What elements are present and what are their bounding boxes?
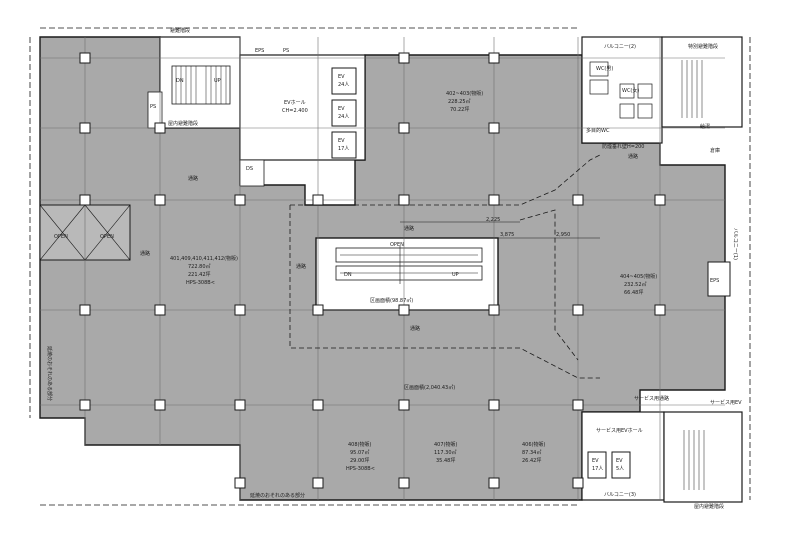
label-sev1-name: EV (592, 458, 599, 464)
label-ev2-name: EV (338, 106, 345, 112)
label-eps-right: EPS (710, 278, 719, 284)
label-eps-top: EPS (255, 48, 264, 54)
label-service-corridor: サービス用通路 (634, 395, 669, 402)
label-corridor-a: 通路 (188, 175, 198, 182)
label-room-402-area: 228.25㎡ (448, 98, 471, 105)
label-room-407-name: 407(物販) (434, 441, 457, 448)
label-ev1-spec: 24人 (338, 82, 349, 88)
label-room-408-area: 95.07㎡ (350, 449, 369, 456)
label-open-esc: OPEN (390, 242, 404, 248)
label-room-401-area: 722.80㎡ (188, 263, 211, 270)
label-ps-top: PS (283, 48, 289, 54)
ev1-shaft (331, 67, 357, 95)
label-storage: 倉庫 (710, 147, 720, 154)
label-room-406-tsubo: 26.42坪 (522, 457, 541, 464)
label-dim-1: 2,225 (486, 217, 500, 223)
label-room-407-area: 117.30㎡ (434, 449, 457, 456)
columns (79, 52, 666, 489)
label-balcony-1: バルコニー(1) (732, 228, 738, 260)
label-wc-f: WC(女) (622, 87, 639, 94)
label-wc-m: WC(男) (596, 66, 613, 72)
label-corridor-c: 通路 (296, 263, 306, 270)
label-corridor-f: 通路 (628, 153, 638, 160)
label-room-401-name: 401,409,410,411,412(物販) (170, 255, 238, 262)
label-room-407-tsubo: 35.48坪 (436, 457, 455, 464)
label-sev2-spec: 5人 (616, 466, 624, 472)
escalator-void (315, 237, 499, 311)
label-disaster-ctrl: 防煙垂れ壁H=200 (602, 143, 645, 150)
label-room-408-tsubo: 29.00坪 (350, 457, 369, 464)
label-dim-2: 3,875 (500, 232, 514, 238)
label-room-404-area: 232.52㎡ (624, 281, 647, 288)
label-room-402-name: 402~403(物販) (446, 90, 483, 97)
structural-grid (40, 37, 725, 500)
label-ev1-name: EV (338, 74, 345, 80)
label-stair-se: 屋内避難階段 (694, 503, 724, 510)
label-void-1: OPEN (54, 234, 68, 240)
label-ds-left: DS (246, 166, 253, 172)
label-room-404-tsubo: 66.48坪 (624, 289, 643, 296)
label-kitchen: 給湯 (700, 123, 710, 130)
label-corridor-e: 通路 (410, 325, 420, 332)
label-ev-hall-dim: CH=2.400 (282, 108, 308, 114)
label-section-total: 区画面積(2,040.43㎡) (404, 384, 455, 391)
label-dn: DN (176, 78, 184, 84)
label-escalator: 区画面積(98.87㎡) (370, 297, 413, 304)
label-void-2: OPEN (100, 234, 114, 240)
label-room-408-name: 408(物販) (348, 441, 371, 448)
stair-core-se (663, 411, 743, 503)
label-room-408-note: HPS-308B< (346, 466, 375, 472)
label-note-bottom: 延焼のおそれのある部分 (250, 492, 305, 499)
label-room-406-name: 406(物販) (522, 441, 545, 448)
label-ev3-name: EV (338, 138, 345, 144)
label-stair-nw-inner: 屋内避難階段 (168, 120, 198, 127)
label-service-ev: サービス用EV (710, 399, 742, 406)
label-room-406-area: 87.34㎡ (522, 449, 541, 456)
label-room-402-tsubo: 70.22坪 (450, 106, 469, 113)
label-room-404-name: 404~405(物販) (620, 273, 657, 280)
label-service-ev-hall: サービス用EVホール (596, 427, 643, 434)
label-stair-nw: 避難階段 (170, 27, 190, 34)
label-corridor-b: 通路 (140, 250, 150, 257)
label-ev2-spec: 24人 (338, 114, 349, 120)
stair-core-nw (159, 36, 241, 129)
label-corridor-d: 通路 (404, 225, 414, 232)
label-note-left: 延焼のおそれのある部分 (46, 346, 53, 401)
label-room-401-tsubo: 221.42坪 (188, 271, 211, 278)
label-dim-3: 2,950 (556, 232, 570, 238)
escalator-2 (335, 265, 483, 281)
label-room-401-note: HPS-308B< (186, 280, 215, 286)
label-ev-hall: EVホール (284, 100, 306, 106)
section-boundary (289, 154, 601, 379)
label-up: UP (214, 78, 221, 84)
label-esc-up: UP (452, 272, 459, 278)
label-ev3-spec: 17人 (338, 146, 349, 152)
label-wc-multi: 多目的WC (586, 127, 610, 134)
label-ps-left: PS (150, 104, 156, 110)
label-sev2-name: EV (616, 458, 623, 464)
label-sev1-spec: 17人 (592, 466, 603, 472)
ev2-shaft (331, 99, 357, 127)
escalator-1 (335, 247, 483, 263)
label-balcony-2: バルコニー(2) (604, 44, 636, 50)
label-stair-ne: 特別避難階段 (688, 43, 718, 50)
ev3-shaft (331, 131, 357, 159)
label-esc-dn: DN (344, 272, 352, 278)
label-balcony-3: バルコニー(3) (604, 492, 636, 498)
